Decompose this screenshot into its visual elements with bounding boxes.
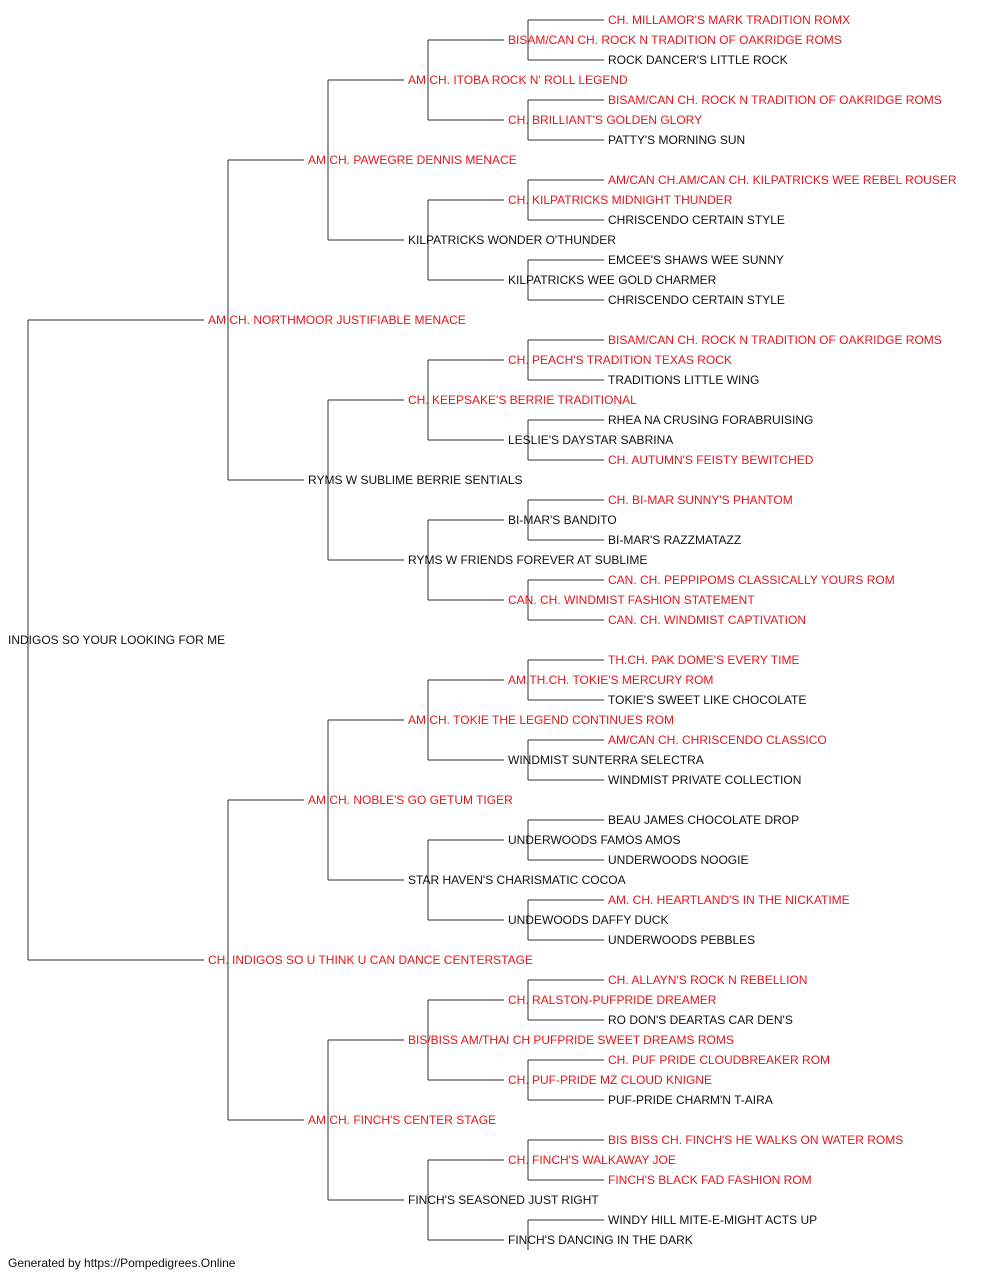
ggg-grandparent-name: CH. PUF PRIDE CLOUDBREAKER ROM bbox=[608, 1053, 830, 1067]
ggg-grandparent-name: RHEA NA CRUSING FORABRUISING bbox=[608, 413, 813, 427]
ggg-grandparent-name: CH. BI-MAR SUNNY'S PHANTOM bbox=[608, 493, 793, 507]
ggg-grandparent-name: BEAU JAMES CHOCOLATE DROP bbox=[608, 813, 799, 827]
great-grandparent-name: KILPATRICKS WONDER O'THUNDER bbox=[408, 233, 616, 247]
great-grandparent-name: AM CH. TOKIE THE LEGEND CONTINUES ROM bbox=[408, 713, 674, 727]
gg-grandparent-name: AM.TH.CH. TOKIE'S MERCURY ROM bbox=[508, 673, 713, 687]
ggg-grandparent-name: CH. AUTUMN'S FEISTY BEWITCHED bbox=[608, 453, 814, 467]
ggg-grandparent-name: RO DON'S DEARTAS CAR DEN'S bbox=[608, 1013, 793, 1027]
parent-name: CH. INDIGOS SO U THINK U CAN DANCE CENTE… bbox=[208, 953, 533, 967]
gg-grandparent-name: FINCH'S DANCING IN THE DARK bbox=[508, 1233, 693, 1247]
gg-grandparent-name: CH. PUF-PRIDE MZ CLOUD KNIGNE bbox=[508, 1073, 712, 1087]
gg-grandparent-name: CH. KILPATRICKS MIDNIGHT THUNDER bbox=[508, 193, 733, 207]
ggg-grandparent-name: CH. MILLAMOR'S MARK TRADITION ROMX bbox=[608, 13, 850, 27]
ggg-grandparent-name: CAN. CH. WINDMIST CAPTIVATION bbox=[608, 613, 806, 627]
ggg-grandparent-name: UNDERWOODS PEBBLES bbox=[608, 933, 755, 947]
gg-grandparent-name: CH. PEACH'S TRADITION TEXAS ROCK bbox=[508, 353, 732, 367]
grandparent-name: RYMS W SUBLIME BERRIE SENTIALS bbox=[308, 473, 523, 487]
ggg-grandparent-name: CH. ALLAYN'S ROCK N REBELLION bbox=[608, 973, 807, 987]
subject-name: INDIGOS SO YOUR LOOKING FOR ME bbox=[8, 633, 225, 647]
ggg-grandparent-name: ROCK DANCER'S LITTLE ROCK bbox=[608, 53, 788, 67]
ggg-grandparent-name: TH.CH. PAK DOME'S EVERY TIME bbox=[608, 653, 799, 667]
gg-grandparent-name: CH. BRILLIANT'S GOLDEN GLORY bbox=[508, 113, 702, 127]
ggg-grandparent-name: AM/CAN CH. CHRISCENDO CLASSICO bbox=[608, 733, 827, 747]
ggg-grandparent-name: EMCEE'S SHAWS WEE SUNNY bbox=[608, 253, 784, 267]
ggg-grandparent-name: WINDMIST PRIVATE COLLECTION bbox=[608, 773, 801, 787]
great-grandparent-name: RYMS W FRIENDS FOREVER AT SUBLIME bbox=[408, 553, 647, 567]
ggg-grandparent-name: CHRISCENDO CERTAIN STYLE bbox=[608, 293, 785, 307]
great-grandparent-name: AM CH. ITOBA ROCK N' ROLL LEGEND bbox=[408, 73, 628, 87]
gg-grandparent-name: CH. FINCH'S WALKAWAY JOE bbox=[508, 1153, 676, 1167]
gg-grandparent-name: BISAM/CAN CH. ROCK N TRADITION OF OAKRID… bbox=[508, 33, 842, 47]
ggg-grandparent-name: BIS BISS CH. FINCH'S HE WALKS ON WATER R… bbox=[608, 1133, 903, 1147]
gg-grandparent-name: UNDEWOODS DAFFY DUCK bbox=[508, 913, 668, 927]
pedigree-connectors bbox=[27, 19, 604, 1250]
grandparent-name: AM CH. FINCH'S CENTER STAGE bbox=[308, 1113, 496, 1127]
ggg-grandparent-name: BISAM/CAN CH. ROCK N TRADITION OF OAKRID… bbox=[608, 93, 942, 107]
great-grandparent-name: STAR HAVEN'S CHARISMATIC COCOA bbox=[408, 873, 626, 887]
great-grandparent-name: CH. KEEPSAKE'S BERRIE TRADITIONAL bbox=[408, 393, 637, 407]
ggg-grandparent-name: WINDY HILL MITE-E-MIGHT ACTS UP bbox=[608, 1213, 817, 1227]
ggg-grandparent-name: BI-MAR'S RAZZMATAZZ bbox=[608, 533, 741, 547]
great-grandparent-name: FINCH'S SEASONED JUST RIGHT bbox=[408, 1193, 599, 1207]
ggg-grandparent-name: UNDERWOODS NOOGIE bbox=[608, 853, 748, 867]
pedigree-labels: INDIGOS SO YOUR LOOKING FOR ME AM CH. NOR… bbox=[8, 13, 957, 1247]
gg-grandparent-name: UNDERWOODS FAMOS AMOS bbox=[508, 833, 680, 847]
pedigree-tree: INDIGOS SO YOUR LOOKING FOR ME AM CH. NOR… bbox=[8, 13, 957, 1250]
gg-grandparent-name: LESLIE'S DAYSTAR SABRINA bbox=[508, 433, 673, 447]
grandparent-name: AM CH. PAWEGRE DENNIS MENACE bbox=[308, 153, 517, 167]
generated-by-footer: Generated by https://Pompedigrees.Online bbox=[8, 1256, 236, 1270]
ggg-grandparent-name: BISAM/CAN CH. ROCK N TRADITION OF OAKRID… bbox=[608, 333, 942, 347]
ggg-grandparent-name: TOKIE'S SWEET LIKE CHOCOLATE bbox=[608, 693, 806, 707]
ggg-grandparent-name: PUF-PRIDE CHARM'N T-AIRA bbox=[608, 1093, 773, 1107]
ggg-grandparent-name: AM. CH. HEARTLAND'S IN THE NICKATIME bbox=[608, 893, 850, 907]
ggg-grandparent-name: AM/CAN CH.AM/CAN CH. KILPATRICKS WEE REB… bbox=[608, 173, 957, 187]
grandparent-name: AM CH. NOBLE'S GO GETUM TIGER bbox=[308, 793, 513, 807]
ggg-grandparent-name: CHRISCENDO CERTAIN STYLE bbox=[608, 213, 785, 227]
parent-name: AM CH. NORTHMOOR JUSTIFIABLE MENACE bbox=[208, 313, 466, 327]
gg-grandparent-name: CH. RALSTON-PUFPRIDE DREAMER bbox=[508, 993, 717, 1007]
ggg-grandparent-name: FINCH'S BLACK FAD FASHION ROM bbox=[608, 1173, 812, 1187]
great-grandparent-name: BIS/BISS AM/THAI CH PUFPRIDE SWEET DREAM… bbox=[408, 1033, 734, 1047]
gg-grandparent-name: BI-MAR'S BANDITO bbox=[508, 513, 617, 527]
gg-grandparent-name: WINDMIST SUNTERRA SELECTRA bbox=[508, 753, 704, 767]
gg-grandparent-name: KILPATRICKS WEE GOLD CHARMER bbox=[508, 273, 717, 287]
ggg-grandparent-name: PATTY'S MORNING SUN bbox=[608, 133, 745, 147]
gg-grandparent-name: CAN. CH. WINDMIST FASHION STATEMENT bbox=[508, 593, 755, 607]
ggg-grandparent-name: TRADITIONS LITTLE WING bbox=[608, 373, 759, 387]
ggg-grandparent-name: CAN. CH. PEPPIPOMS CLASSICALLY YOURS ROM bbox=[608, 573, 895, 587]
